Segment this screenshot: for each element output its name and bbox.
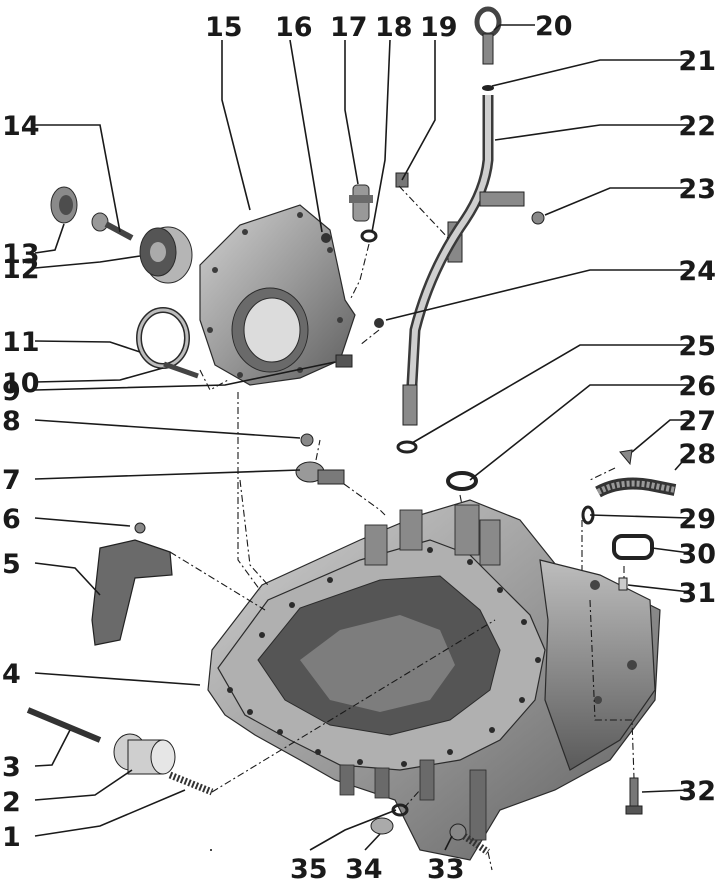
callout-5: 5 [2,549,21,580]
callout-11: 11 [2,327,40,358]
shaft-seal [136,307,190,369]
screw-10 [163,361,199,379]
dipstick-handle [474,6,502,65]
callout-2: 2 [2,787,21,818]
callout-24: 24 [678,256,716,287]
leader-lines [34,24,691,851]
damper-block [335,354,353,368]
callout-29: 29 [678,504,716,535]
sensor [349,184,373,222]
callout-18: 18 [375,12,413,43]
callout-10: 10 [2,368,40,399]
callout-14: 14 [2,111,40,142]
gasket-30 [612,534,654,560]
long-bolt [91,212,134,241]
callout-19: 19 [420,12,458,43]
callout-8: 8 [2,406,21,437]
callout-30: 30 [678,539,716,570]
small-plug-24 [374,318,384,328]
callout-17: 17 [330,12,368,43]
callout-16: 16 [275,12,313,43]
ring-25 [396,440,418,454]
callout-6: 6 [2,504,21,535]
timing-cover [199,204,356,386]
bolt-23 [531,211,545,225]
hose [595,477,677,498]
callout-4: 4 [2,659,21,690]
drain-bolt [449,823,490,855]
dowel-31 [618,577,628,591]
sensor-7 [295,461,345,485]
bracket [91,539,173,646]
small-ring-18 [360,229,378,243]
pickup-pipe [26,707,102,743]
drain-plug [370,817,394,835]
spring [168,771,214,796]
plug-8 [300,433,314,447]
oil-pan [207,499,661,861]
bolt-6 [134,522,146,534]
callout-25: 25 [678,331,716,362]
ring-26 [446,471,478,491]
callout-3: 3 [2,752,21,783]
drain-seal [391,803,409,817]
pickup-strainer [113,733,176,775]
callout-22: 22 [678,111,716,142]
callout-34: 34 [345,854,383,885]
callout-23: 23 [678,174,716,205]
callout-32: 32 [678,776,716,807]
callout-31: 31 [678,578,716,609]
callout-28: 28 [678,439,716,470]
small-plug-16 [321,233,331,243]
plug-27 [619,449,633,466]
bolt-32 [625,777,643,815]
callout-21: 21 [678,46,716,77]
callout-9: 9 [2,376,21,407]
callout-35: 35 [290,854,328,885]
callout-labels: 1 2 3 4 5 6 7 8 9 10 11 12 13 14 15 16 1… [2,11,716,885]
callout-20: 20 [535,11,573,42]
callout-33: 33 [427,854,465,885]
callout-12: 12 [2,254,40,285]
callout-15: 15 [205,12,243,43]
o-ring-21 [482,85,494,91]
cap [50,186,78,224]
dipstick-guide-tube [402,95,525,426]
callout-7: 7 [2,465,21,496]
callout-26: 26 [678,371,716,402]
callout-13: 13 [2,239,40,270]
callout-27: 27 [678,406,716,437]
assembly-lines [169,185,635,871]
pulley [139,226,193,284]
callout-1: 1 [2,822,21,853]
